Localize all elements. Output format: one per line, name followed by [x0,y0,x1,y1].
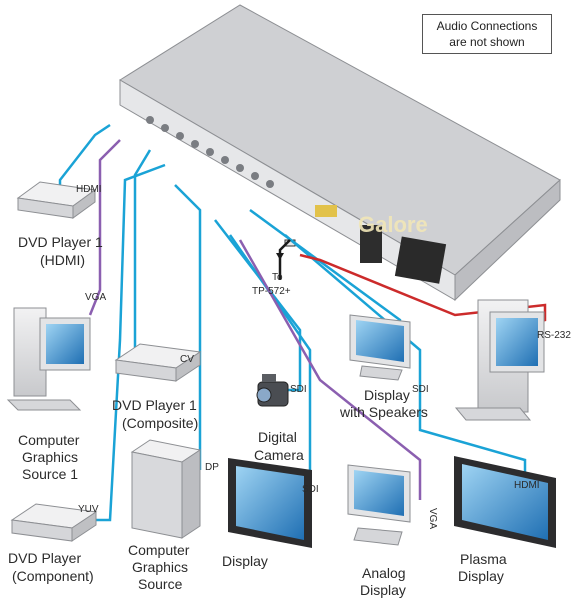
tp-arrow [276,253,284,260]
cable-hdmi-plasma [284,234,527,480]
computer1-label-2: Graphics [22,449,78,465]
dvd-component-label-1: DVD Player [8,550,81,566]
cable-vga-computer1 [88,139,121,316]
computer-source-1 [6,307,91,411]
controller-pc [454,299,545,421]
audio-note-line-1: Audio Connections [436,19,538,33]
computer-source-tower [130,439,202,539]
analog-label-2: Display [360,582,406,598]
computer1-port: VGA [85,292,106,303]
speakers-port: SDI [412,384,429,395]
computer1-label-1: Computer [18,432,80,448]
dvd-cv-port: CV [180,354,194,365]
display-with-speakers [349,314,411,381]
cable-tp [278,239,291,280]
speakers-label-2: with Speakers [339,404,428,420]
watermark: Galore [358,212,428,237]
cable-dp-computer2 [174,184,202,470]
dvd-hdmi-label-1: DVD Player 1 [18,234,103,250]
computer2-label-3: Source [138,576,183,592]
display-port: SDI [302,484,319,495]
computer2-port: DP [205,462,219,473]
cable-cv-dvd [133,149,152,357]
computer1-label-3: Source 1 [22,466,78,482]
plasma-display [454,456,556,548]
speakers-label-1: Display [364,387,410,403]
display-monitor [228,458,312,548]
dvd-hdmi-port: HDMI [76,184,102,195]
display-label: Display [222,553,268,569]
plasma-port: HDMI [514,480,540,491]
dvd-composite-label-1: DVD Player 1 [112,397,197,413]
audio-note: Audio Connections are not shown [422,14,552,54]
analog-label-1: Analog [362,565,406,581]
tp-label-2: TP-572+ [252,286,291,297]
cable-yuv-component [75,163,166,522]
rs232-port: RS-232 [537,330,571,341]
audio-note-line-2: are not shown [449,35,525,49]
dvd-yuv-port: YUV [78,504,99,515]
camera-port: SDI [290,384,307,395]
switcher-unit [119,4,561,302]
tp-label-1: To [272,272,283,283]
cable-vga-analog [238,239,422,500]
analog-port: VGA [427,508,438,529]
camera-label-2: Camera [254,447,304,463]
computer2-label-2: Graphics [132,559,188,575]
analog-display [347,464,411,546]
plasma-label-1: Plasma [460,551,507,567]
dvd-hdmi-label-2: (HDMI) [40,252,85,268]
computer2-label-1: Computer [128,542,190,558]
dvd-player-component [10,503,98,542]
dvd-player-hdmi [16,181,97,219]
plasma-label-2: Display [458,568,504,584]
dvd-player-composite [114,343,202,382]
dvd-component-label-2: (Component) [12,568,94,584]
dvd-composite-label-2: (Composite) [122,415,198,431]
camera-label-1: Digital [258,429,297,445]
digital-camera [256,374,289,407]
